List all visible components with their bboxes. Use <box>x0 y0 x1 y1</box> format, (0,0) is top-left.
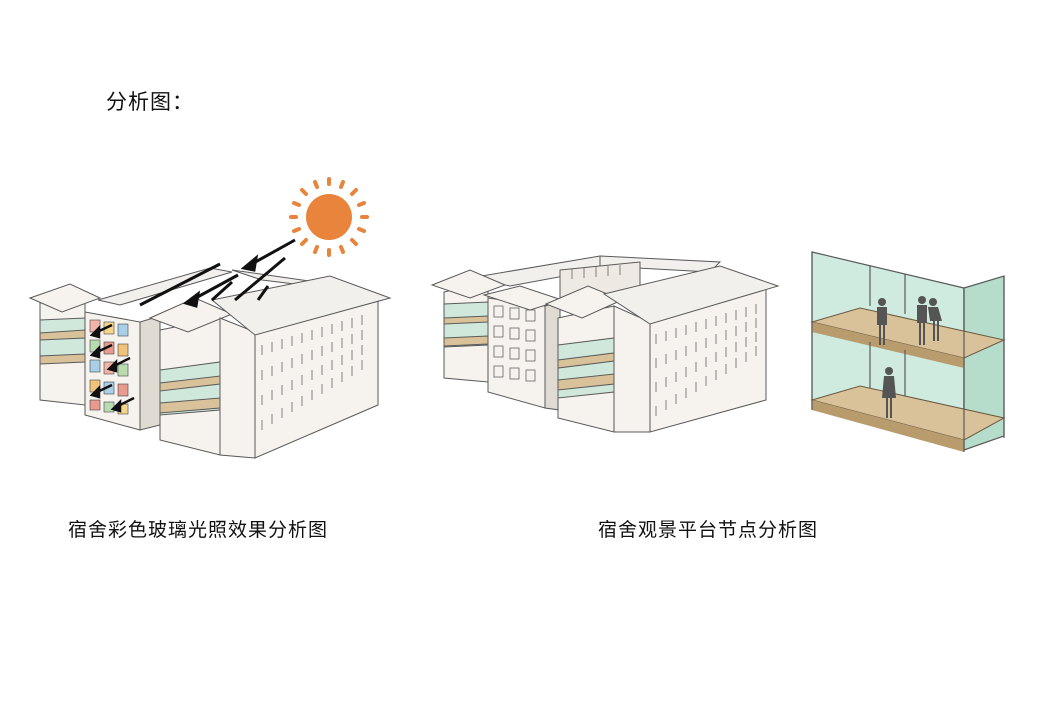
left-building-windows <box>261 315 363 430</box>
left-building <box>28 267 392 459</box>
middle-building-windows <box>493 265 757 416</box>
person-silhouette-icon <box>877 296 942 418</box>
light-arrow-icon <box>139 238 296 308</box>
page-title: 分析图： <box>106 90 194 114</box>
caption-stained-glass-analysis: 宿舍彩色玻璃光照效果分析图 <box>68 519 329 541</box>
caption-viewing-platform-analysis: 宿舍观景平台节点分析图 <box>598 519 819 541</box>
sun-icon <box>289 177 369 257</box>
middle-building <box>430 255 780 433</box>
viewing-platform-node <box>810 251 1006 452</box>
interior-light-arrow-icon <box>89 323 135 413</box>
stained-glass-grid <box>89 319 129 415</box>
